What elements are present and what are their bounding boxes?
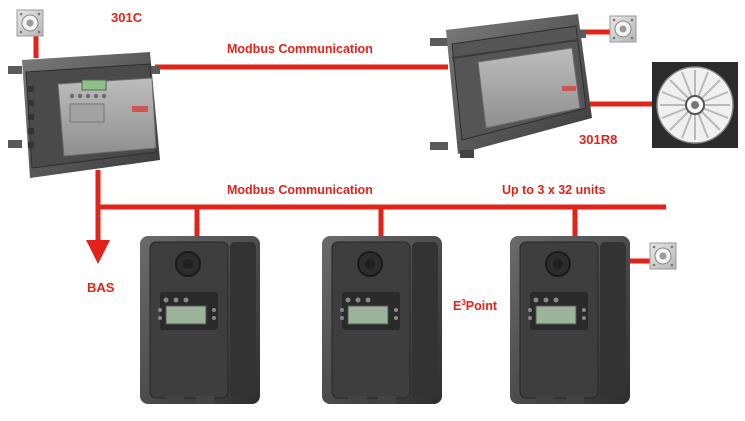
label-bas: BAS: [87, 280, 115, 295]
label-301c: 301C: [111, 10, 143, 25]
strobe-horn-icon: [16, 9, 44, 37]
e3point-detector: [321, 235, 443, 405]
label-modbus-top: Modbus Communication: [227, 42, 373, 56]
bas-arrow-icon: [86, 240, 110, 264]
relay-panel-301r8: [430, 14, 592, 158]
e3point-detector: [509, 235, 631, 405]
strobe-horn-icon: [649, 242, 677, 270]
label-up-to-units: Up to 3 x 32 units: [502, 183, 606, 197]
e3point-detector: [139, 235, 261, 405]
strobe-horn-icon: [609, 15, 637, 43]
label-301r8: 301R8: [579, 132, 618, 147]
label-e3point: E3Point: [453, 298, 498, 314]
controller-301c: [8, 52, 160, 178]
label-modbus-bus: Modbus Communication: [227, 183, 373, 197]
exhaust-fan-icon: [652, 62, 738, 148]
